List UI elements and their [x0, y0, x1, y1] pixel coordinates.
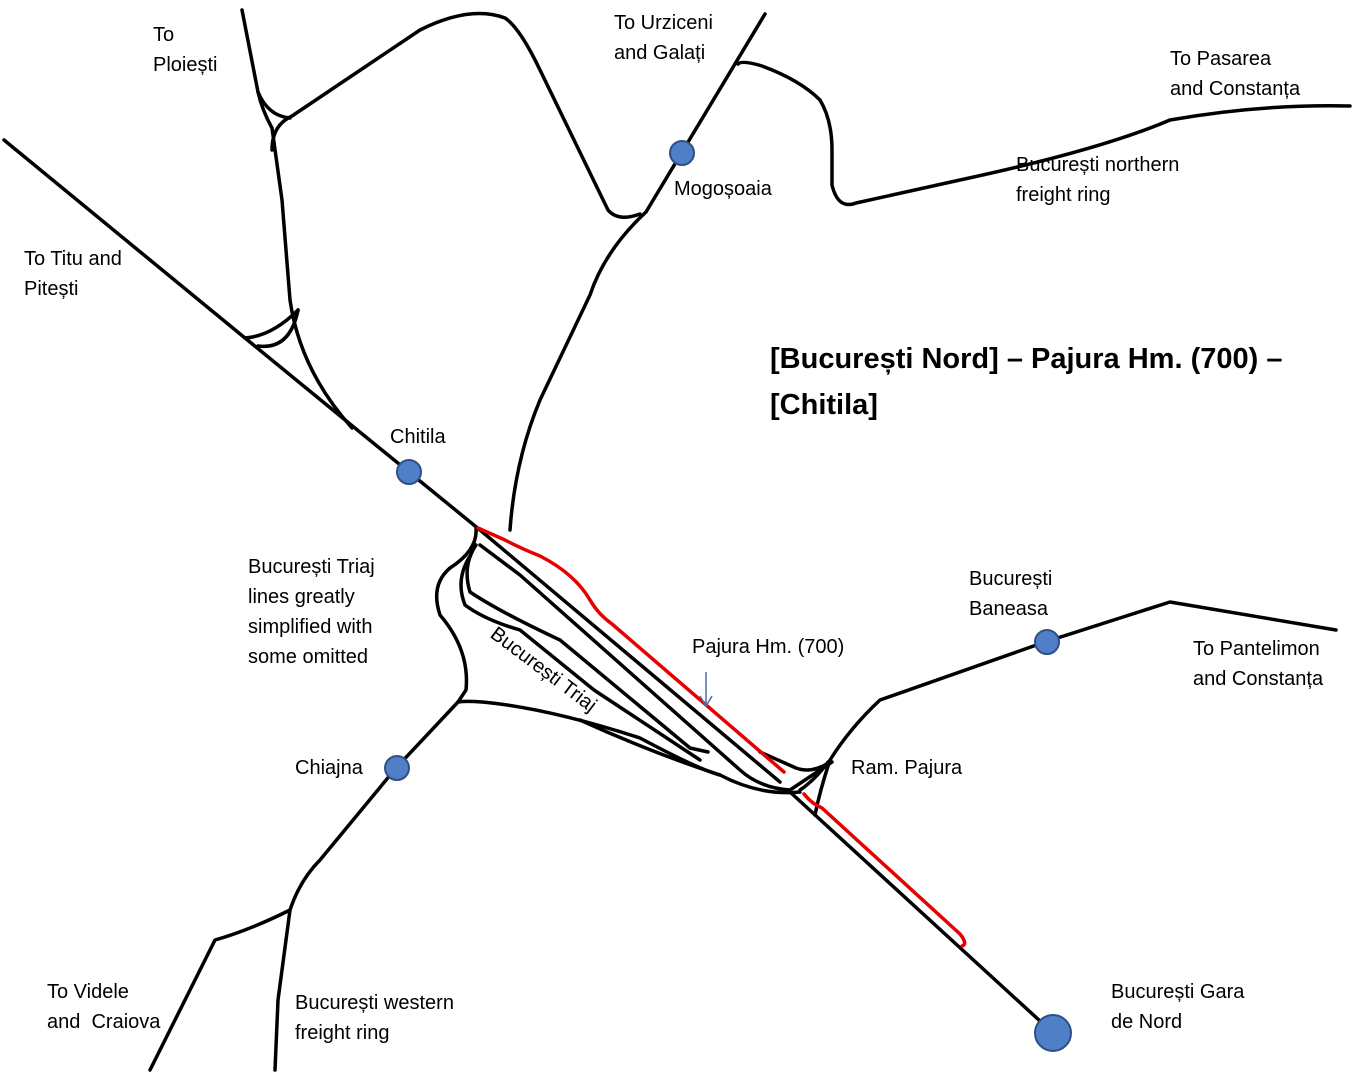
- titu-ploiesti-link: [243, 308, 300, 340]
- label-pajura-hm: Pajura Hm. (700): [692, 636, 845, 658]
- line-to-pantelimon: [813, 600, 1338, 817]
- titu-link-curve: [256, 308, 300, 349]
- ram-pajura-spur: [798, 760, 830, 792]
- label-ram-pajura: Ram. Pajura: [851, 757, 963, 779]
- main-line-titu-gara-de-nord: [2, 138, 782, 784]
- label-to-urziceni: To Urziceni and Galați: [614, 12, 713, 64]
- label-to-videle: To Videle and Craiova: [47, 981, 161, 1033]
- label-northern-ring: București northern freight ring: [1016, 154, 1180, 206]
- label-to-pantelimon: To Pantelimon and Constanța: [1193, 638, 1324, 690]
- label-to-pasarea: To Pasarea and Constanța: [1170, 48, 1301, 100]
- triaj-south-bypass: [456, 699, 802, 795]
- station-baneasa: [1034, 629, 1060, 655]
- highlight-chitila-pajura: [476, 526, 786, 774]
- triaj-loop-upper: [434, 526, 478, 704]
- main-line-south-segment: [788, 790, 1054, 1034]
- label-to-ploiesti: To Ploiești: [153, 24, 218, 76]
- title-line-1: [București Nord] – Pajura Hm. (700) –: [770, 343, 1283, 375]
- label-western-ring: București western freight ring: [295, 992, 454, 1044]
- label-to-titu: To Titu and Pitești: [24, 248, 122, 300]
- triaj-lower-tail: [578, 718, 722, 777]
- line-to-urziceni: [508, 12, 767, 532]
- urziceni-fork: [736, 60, 1352, 207]
- label-gara-de-nord: București Gara de Nord: [1111, 981, 1245, 1033]
- title-line-2: [Chitila]: [770, 389, 878, 421]
- label-chitila: Chitila: [390, 426, 446, 448]
- pajura-arrowhead-icon: [699, 695, 713, 708]
- ploiesti-junction: [270, 11, 642, 219]
- station-chitila: [396, 459, 422, 485]
- triaj-inner-loop: [465, 543, 710, 754]
- station-chiajna: [384, 755, 410, 781]
- label-triaj-note: București Triaj lines greatly simplified…: [248, 556, 375, 668]
- triaj-inner-2: [459, 554, 702, 762]
- label-mogosoaia: Mogoșoaia: [674, 178, 772, 200]
- map-title: [București Nord] – Pajura Hm. (700) – [C…: [770, 336, 1282, 428]
- western-freight-ring: [273, 908, 292, 1072]
- station-gara-de-nord: [1034, 1014, 1072, 1052]
- label-baneasa: București Baneasa: [969, 568, 1053, 620]
- station-mogosoaia: [669, 140, 695, 166]
- triaj-bypass: [478, 543, 834, 792]
- line-to-ploiesti: [240, 8, 354, 430]
- highlight-pajura-nord: [802, 792, 967, 948]
- label-chiajna: Chiajna: [295, 757, 363, 779]
